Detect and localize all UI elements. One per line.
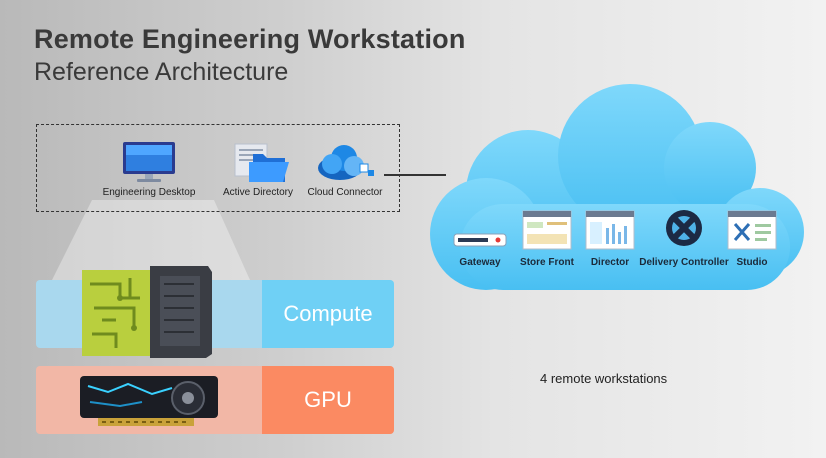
subtitle: Reference Architecture <box>34 58 289 86</box>
gateway-icon <box>453 233 507 247</box>
node-label: Active Directory <box>222 187 293 198</box>
folder-icon <box>234 143 289 182</box>
svc-label: Delivery Controller <box>639 257 729 268</box>
svc-label: Studio <box>736 257 768 268</box>
node-active-directory[interactable]: Active Directory <box>206 140 310 198</box>
delivery-controller-icon <box>666 210 702 246</box>
node-label: Cloud Connector <box>307 187 383 198</box>
workstations-caption: 4 remote workstations <box>540 371 668 386</box>
svc-gateway[interactable]: Gateway <box>448 228 512 268</box>
compute-label: Compute <box>262 280 394 348</box>
gpu-card-icon <box>80 376 218 426</box>
svc-director[interactable]: Director <box>580 210 640 268</box>
storefront-window-icon <box>522 210 572 250</box>
svc-studio[interactable]: Studio <box>722 210 782 268</box>
title: Remote Engineering Workstation <box>34 24 466 54</box>
gpu-label: GPU <box>262 366 394 434</box>
monitor-icon <box>123 142 175 182</box>
director-window-icon <box>585 210 635 250</box>
svc-store-front[interactable]: Store Front <box>515 210 579 268</box>
svc-delivery-controller[interactable]: Delivery Controller <box>636 206 732 268</box>
node-cloud-connector[interactable]: Cloud Connector <box>300 140 390 198</box>
node-engineering-desktop[interactable]: Engineering Desktop <box>94 140 204 198</box>
on-premises-boundary <box>36 124 400 212</box>
cloud-connector-icon <box>318 145 374 180</box>
cpu-chip-icon <box>82 266 212 358</box>
studio-window-icon <box>727 210 777 250</box>
svc-label: Store Front <box>520 257 574 268</box>
svc-label: Gateway <box>459 257 501 268</box>
node-label: Engineering Desktop <box>102 187 196 198</box>
svc-label: Director <box>590 257 630 268</box>
connector-line <box>384 174 446 176</box>
